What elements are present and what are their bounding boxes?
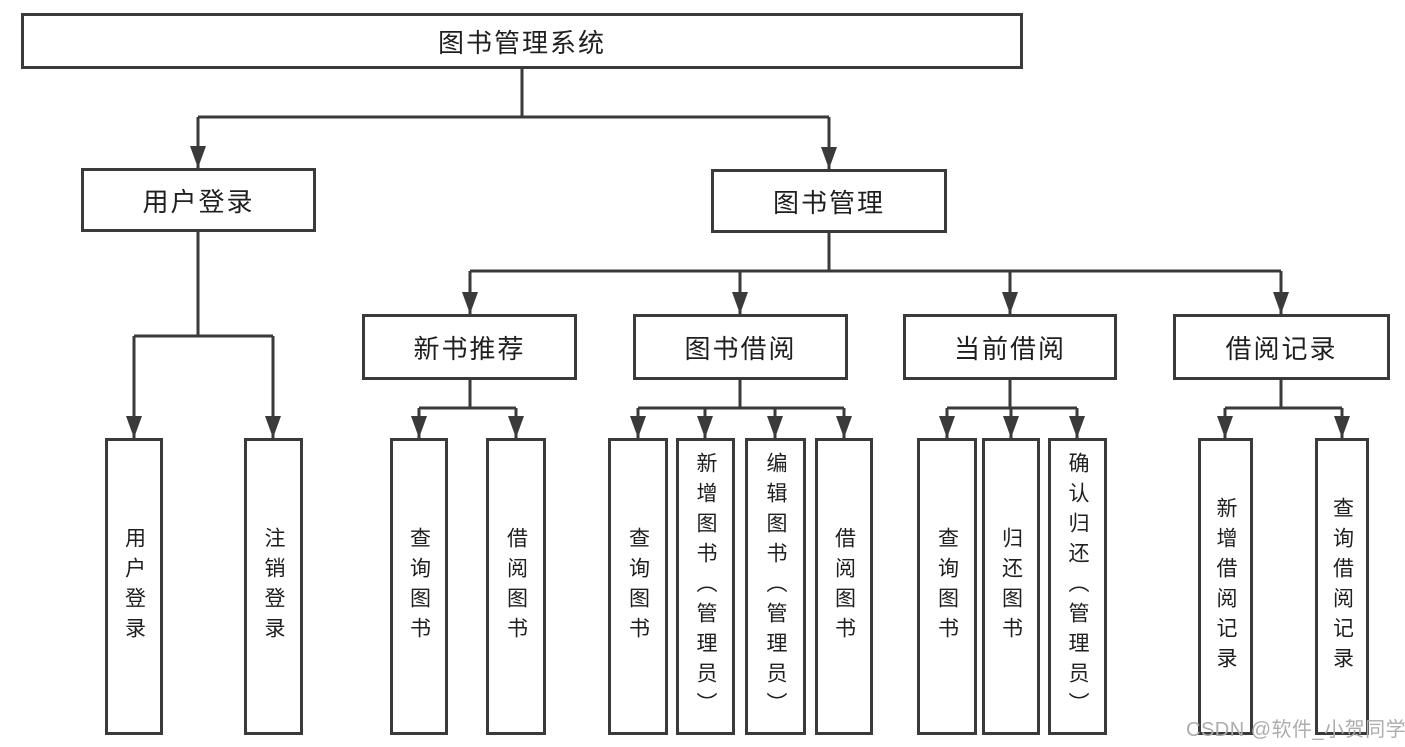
- leaf-label: 查询图书: [935, 526, 959, 647]
- node-new-book-recommendation-label: 新书推荐: [413, 333, 526, 364]
- node-new-book-recommendation: 新书推荐: [362, 314, 577, 380]
- node-book-borrowing-label: 图书借阅: [684, 333, 797, 364]
- node-book-management: 图书管理: [711, 169, 947, 233]
- node-current-borrowing-label: 当前借阅: [953, 333, 1066, 364]
- leaf-query-books: 查询图书: [390, 438, 448, 735]
- watermark: CSDN @软件_小贺同学: [1186, 719, 1405, 741]
- leaf-borrow-books: 借阅图书: [815, 438, 873, 735]
- node-root: 图书管理系统: [21, 13, 1023, 69]
- leaf-return-books: 归还图书: [982, 438, 1040, 735]
- leaf-label: 确认归还（管理员）: [1066, 451, 1089, 722]
- leaf-label: 新增图书（管理员）: [694, 451, 717, 722]
- leaf-label: 借阅图书: [832, 526, 856, 647]
- node-current-borrowing: 当前借阅: [903, 314, 1117, 380]
- leaf-label: 查询图书: [407, 526, 431, 647]
- leaf-label: 新增借阅记录: [1214, 496, 1237, 677]
- leaf-confirm-return-admin: 确认归还（管理员）: [1048, 438, 1107, 735]
- node-user-login: 用户登录: [81, 168, 316, 232]
- leaf-query-books: 查询图书: [608, 438, 668, 735]
- leaf-label: 查询借阅记录: [1330, 496, 1354, 677]
- node-user-login-label: 用户登录: [142, 186, 255, 217]
- leaf-edit-book-admin: 编辑图书（管理员）: [745, 438, 806, 735]
- leaf-label: 查询图书: [626, 526, 650, 647]
- leaf-label: 借阅图书: [504, 526, 528, 647]
- leaf-logout-login: 注销登录: [244, 438, 303, 735]
- node-book-management-label: 图书管理: [772, 187, 885, 218]
- leaf-add-borrow-record: 新增借阅记录: [1198, 438, 1253, 735]
- leaf-borrow-books: 借阅图书: [486, 438, 546, 735]
- leaf-query-borrow-record: 查询借阅记录: [1315, 438, 1369, 735]
- connector-arrows: [126, 117, 1350, 438]
- leaf-query-books: 查询图书: [917, 438, 977, 735]
- leaf-user-login: 用户登录: [105, 438, 163, 735]
- leaf-add-book-admin: 新增图书（管理员）: [676, 438, 735, 735]
- leaf-label: 注销登录: [262, 526, 285, 647]
- node-book-borrowing: 图书借阅: [633, 314, 848, 380]
- leaf-label: 用户登录: [122, 526, 146, 647]
- leaf-label: 编辑图书（管理员）: [764, 451, 787, 722]
- node-root-label: 图书管理系统: [437, 27, 606, 58]
- leaf-label: 归还图书: [999, 526, 1023, 647]
- node-borrowing-records-label: 借阅记录: [1225, 333, 1338, 364]
- node-borrowing-records: 借阅记录: [1173, 314, 1390, 380]
